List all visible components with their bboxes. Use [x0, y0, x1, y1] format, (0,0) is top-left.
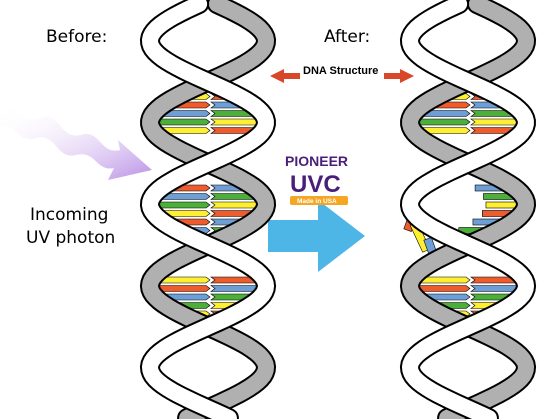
base-right	[470, 285, 521, 292]
backbone-strand	[401, 0, 535, 419]
backbone-strand	[141, 0, 275, 419]
dna-structure-label: DNA Structure	[303, 65, 378, 77]
incoming-label-line1: Incoming	[30, 205, 108, 225]
base-right	[210, 118, 261, 126]
base-left	[415, 285, 471, 292]
pioneer-uvc-logo: PIONEER UVC Made in USA	[285, 153, 348, 205]
dna-structure-callout: DNA Structure	[270, 65, 414, 83]
incoming-label-line2: UV photon	[26, 228, 115, 248]
base-right	[210, 201, 261, 209]
logo-brand-main: UVC	[290, 171, 341, 198]
base-right	[470, 118, 521, 126]
base-right	[210, 210, 257, 217]
dna-helix-after	[399, 0, 537, 419]
base-left	[155, 285, 211, 292]
uv-photon-arrow-icon	[0, 107, 152, 180]
before-label: Before:	[46, 27, 107, 47]
base-left	[415, 118, 471, 126]
transition-arrow-icon	[268, 200, 365, 272]
logo-brand-top: PIONEER	[285, 153, 348, 169]
backbone-strand	[141, 0, 275, 419]
base-right	[210, 285, 261, 292]
base-left	[155, 201, 211, 209]
base-left	[155, 118, 211, 126]
left-pointer-arrow-icon	[270, 69, 300, 83]
after-label: After:	[324, 27, 370, 47]
base-right	[210, 127, 258, 134]
backbone-strand	[401, 0, 535, 419]
logo-tag-band	[290, 196, 348, 205]
base-right	[470, 127, 518, 134]
dna-helix-before	[139, 0, 277, 419]
right-pointer-arrow-icon	[384, 69, 414, 83]
logo-brand-tag: Made in USA	[297, 198, 337, 205]
